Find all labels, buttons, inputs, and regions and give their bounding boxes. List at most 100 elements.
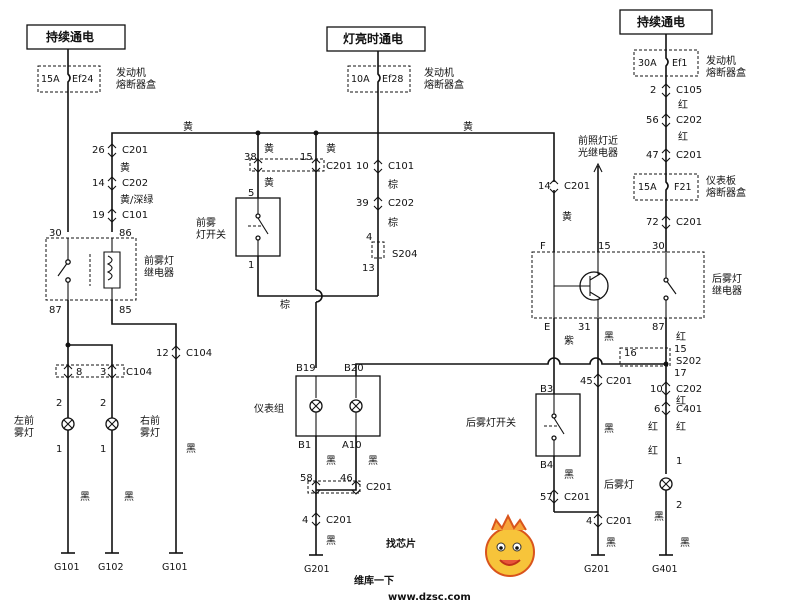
pin-15-c: 15 bbox=[674, 344, 687, 355]
ground-g201-a: G201 bbox=[304, 564, 330, 575]
right-front-fog-label-2: 雾灯 bbox=[140, 427, 160, 439]
pin-b1: B1 bbox=[298, 440, 311, 451]
pin-58: 58 bbox=[300, 473, 313, 484]
fuse-ef24-rating: 15A bbox=[41, 74, 60, 85]
conn-c201-a: C201 bbox=[122, 145, 148, 156]
fuse-ef1-rating: 30A bbox=[638, 58, 657, 69]
watermark-logo: 找芯片 维库一下 www.dzsc.com bbox=[354, 513, 535, 603]
fuse-ef24-box bbox=[37, 65, 101, 93]
pin-2-b: 2 bbox=[100, 398, 106, 409]
pin-38: 38 bbox=[244, 152, 257, 163]
pin-b19: B19 bbox=[296, 363, 316, 374]
splice-s202 bbox=[619, 347, 671, 367]
pin-15-b: 15 bbox=[598, 241, 611, 252]
power-lights-on-label: 灯亮时通电 bbox=[343, 31, 403, 46]
pin-47: 47 bbox=[646, 150, 659, 161]
pin-31: 31 bbox=[578, 322, 591, 333]
pin-87-a: 87 bbox=[49, 305, 62, 316]
ef28-box-label-1: 发动机 bbox=[424, 66, 454, 79]
conn-c201-f: C201 bbox=[676, 217, 702, 228]
ground-g102: G102 bbox=[98, 562, 124, 573]
instrument-cluster bbox=[295, 375, 381, 437]
color-brown-1: 棕 bbox=[388, 178, 398, 191]
fuse-ef24-symbol bbox=[67, 66, 71, 92]
watermark-logo-text: 找芯片 bbox=[386, 537, 416, 550]
conn-c201-h: C201 bbox=[606, 376, 632, 387]
rear-fog-lamp-label-ref: 后雾灯 bbox=[604, 479, 634, 491]
pin-14-b: 14 bbox=[538, 181, 551, 192]
conn-c201-j: C201 bbox=[564, 492, 590, 503]
fuse-ef28-id: Ef28 bbox=[382, 74, 403, 85]
pin-f: F bbox=[540, 241, 546, 252]
watermark-url: www.dzsc.com bbox=[388, 592, 471, 603]
pin-16: 16 bbox=[624, 348, 637, 359]
headlamp-relay-label-2: 光继电器 bbox=[578, 146, 618, 159]
pin-12: 12 bbox=[156, 348, 169, 359]
ground-g401: G401 bbox=[652, 564, 678, 575]
color-yellow-f: 黄 bbox=[562, 210, 572, 223]
conn-c202-a: C202 bbox=[122, 178, 148, 189]
color-black-rf: 黑 bbox=[124, 491, 134, 503]
pin-8: 8 bbox=[76, 367, 82, 378]
fuse-ef24-id: Ef24 bbox=[72, 74, 93, 85]
rear-fog-relay-label-2: 继电器 bbox=[712, 284, 742, 297]
color-red-3: 红 bbox=[676, 330, 686, 343]
power-continuous-left-box bbox=[26, 24, 126, 50]
front-fog-switch-label-2: 灯开关 bbox=[196, 228, 226, 241]
pin-15-a: 15 bbox=[300, 152, 313, 163]
pin-56: 56 bbox=[646, 115, 659, 126]
color-brown-sw: 棕 bbox=[280, 298, 290, 311]
rear-fog-relay bbox=[531, 251, 705, 319]
color-yellow-ic: 黄 bbox=[326, 142, 336, 155]
color-yellow-green: 黄/深绿 bbox=[120, 193, 153, 206]
ground-g101-a: G101 bbox=[54, 562, 80, 573]
front-fog-relay-label-1: 前雾灯 bbox=[144, 254, 174, 267]
splice-s202-label: S202 bbox=[676, 356, 701, 367]
pin-86-a: 86 bbox=[119, 228, 132, 239]
front-fog-relay bbox=[45, 237, 137, 301]
pin-4-c: 4 bbox=[586, 516, 592, 527]
color-black-b4: 黑 bbox=[564, 469, 574, 481]
fuse-ef28-box bbox=[347, 65, 411, 93]
conn-c104-b: C104 bbox=[186, 348, 212, 359]
ef1-box-label-2: 熔断器盒 bbox=[706, 66, 746, 79]
instrument-cluster-label: 仪表组 bbox=[254, 402, 284, 415]
bus-color-1: 黄 bbox=[183, 120, 193, 133]
fuse-ef1-id: Ef1 bbox=[672, 58, 687, 69]
instrument-indicator-2 bbox=[349, 399, 363, 413]
right-front-fog-label-1: 右前 bbox=[140, 414, 160, 427]
color-black-c104: 黑 bbox=[186, 443, 196, 455]
pin-30-b: 30 bbox=[652, 241, 665, 252]
fuse-f21-rating: 15A bbox=[638, 182, 657, 193]
pin-2-a: 2 bbox=[56, 398, 62, 409]
conn-c202-d: C202 bbox=[676, 384, 702, 395]
conn-c201-b: C201 bbox=[326, 161, 352, 172]
conn-c101-a: C101 bbox=[122, 210, 148, 221]
pin-3: 3 bbox=[100, 367, 106, 378]
pin-87-b: 87 bbox=[652, 322, 665, 333]
conn-c201-c: C201 bbox=[366, 482, 392, 493]
conn-c201-i: C201 bbox=[606, 516, 632, 527]
left-front-fog-lamp bbox=[61, 417, 75, 431]
color-yellow-sw2: 黄 bbox=[264, 176, 274, 189]
rear-fog-relay-label-1: 后雾灯 bbox=[712, 273, 742, 285]
wire-yellow-bus bbox=[111, 132, 555, 182]
rear-fog-lamp bbox=[659, 477, 673, 491]
conn-c202-b: C202 bbox=[388, 198, 414, 209]
pin-6: 6 bbox=[654, 404, 660, 415]
right-front-fog-lamp bbox=[105, 417, 119, 431]
pin-b4: B4 bbox=[540, 460, 553, 471]
pin-b20: B20 bbox=[344, 363, 364, 374]
conn-c104-a: C104 bbox=[126, 367, 152, 378]
pin-39: 39 bbox=[356, 198, 369, 209]
pin-13: 13 bbox=[362, 263, 375, 274]
ef28-box-label-2: 熔断器盒 bbox=[424, 78, 464, 91]
pin-a10: A10 bbox=[342, 440, 362, 451]
pin-10-b: 10 bbox=[650, 384, 663, 395]
pin-17: 17 bbox=[674, 368, 687, 379]
color-black-45: 黑 bbox=[604, 423, 614, 435]
front-fog-switch-label-1: 前雾 bbox=[196, 216, 216, 229]
pin-19: 19 bbox=[92, 210, 105, 221]
color-red-6: 红 bbox=[676, 420, 686, 433]
